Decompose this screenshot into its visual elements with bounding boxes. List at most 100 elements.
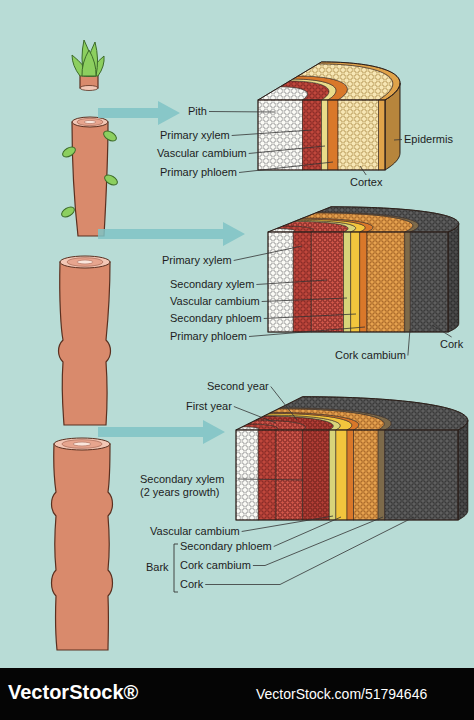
bark-bracket — [174, 544, 178, 592]
section-outline — [236, 397, 468, 430]
leader-line — [271, 387, 297, 421]
part-label: Primary xylem — [160, 129, 230, 142]
stem-pith — [77, 260, 93, 264]
stem-section — [236, 397, 468, 520]
outer-shade — [448, 224, 459, 332]
leader-line — [256, 280, 327, 285]
stem-cut — [60, 256, 110, 268]
tissue-band — [354, 430, 378, 520]
leader-line — [408, 329, 410, 356]
stem-pith — [84, 120, 96, 123]
leader-line — [234, 407, 276, 424]
lateral-bud — [102, 129, 118, 143]
tissue-band — [311, 232, 343, 332]
lateral-bud — [60, 205, 76, 219]
part-label: Cork — [440, 338, 463, 351]
part-label: Vascular cambium — [150, 525, 240, 538]
stem-section — [258, 62, 400, 170]
watermark: VectorStock® — [8, 681, 138, 704]
tissue-band — [338, 100, 379, 170]
watermark: VectorStock.com/51794646 — [256, 686, 427, 703]
part-label: Vascular cambium — [157, 147, 247, 160]
section-outline — [258, 62, 400, 100]
stem-section — [268, 207, 459, 332]
tissue-band — [367, 232, 405, 332]
leader-line — [274, 517, 341, 547]
part-label: Primary phloem — [160, 166, 237, 179]
leader-line — [394, 139, 402, 141]
part-label: Secondary xylem — [170, 278, 254, 291]
stem-cut — [80, 86, 98, 91]
section-face — [236, 430, 458, 520]
lateral-bud — [61, 145, 77, 159]
tissue-band — [258, 100, 302, 170]
tissue-ring — [281, 397, 468, 430]
part-label: Secondary phloem — [170, 312, 262, 325]
part-label: Second year — [207, 380, 269, 393]
leader-line — [360, 166, 366, 175]
section-outline — [268, 207, 459, 232]
part-label: Cork cambium — [180, 559, 251, 572]
section-arrow — [98, 101, 180, 125]
leader-line — [249, 146, 325, 154]
young-stem — [72, 122, 108, 236]
stem-ring — [67, 258, 103, 267]
leader-line — [249, 327, 365, 337]
tissue-band — [347, 430, 354, 520]
part-label: Primary phloem — [170, 330, 247, 343]
part-label: Pith — [188, 105, 207, 118]
tissue-band — [344, 232, 351, 332]
tissue-band — [276, 430, 303, 520]
leader-line — [232, 130, 312, 136]
tissue-band — [336, 430, 347, 520]
leader-line — [242, 516, 333, 532]
tissue-ring — [318, 207, 459, 232]
watermark-bar — [0, 668, 474, 720]
tissue-band — [378, 430, 385, 520]
outer-surface — [458, 420, 468, 520]
leader-lines — [205, 112, 451, 585]
part-label: Epidermis — [404, 133, 453, 146]
part-label: Secondary phloem — [180, 540, 272, 553]
one-year-stem — [59, 262, 111, 425]
stem-pith — [73, 442, 91, 446]
leader-line — [209, 111, 275, 113]
bud-leaf — [82, 50, 96, 76]
leader-line — [239, 162, 333, 173]
part-label: Primary xylem — [162, 254, 232, 267]
leader-line — [234, 246, 302, 261]
stem-cut — [72, 117, 108, 127]
two-year-stem — [52, 444, 113, 650]
leader-line — [264, 314, 356, 319]
outer-shade — [458, 420, 468, 520]
section-arrow — [98, 222, 245, 246]
lateral-bud — [103, 173, 119, 187]
tissue-band — [303, 430, 330, 520]
tissue-band — [379, 100, 385, 170]
leader-line — [262, 298, 347, 302]
tissue-band — [351, 232, 360, 332]
stem-ring — [77, 118, 103, 125]
leader-line — [238, 479, 303, 480]
tissue-band — [302, 100, 321, 170]
tissue-band — [258, 430, 276, 520]
part-label: Cortex — [350, 176, 382, 189]
part-label: First year — [186, 400, 232, 413]
tissue-band — [410, 232, 448, 332]
tissue-band — [328, 100, 338, 170]
tissue-band — [322, 100, 328, 170]
part-label: Cork cambium — [335, 349, 406, 362]
tissue-band — [236, 430, 258, 520]
part-label: Bark — [146, 561, 169, 574]
stem-cut — [54, 438, 110, 450]
section-face — [258, 100, 385, 170]
stem-ring — [62, 440, 102, 449]
tissue-ring — [318, 62, 400, 100]
tissue-band — [329, 430, 336, 520]
part-label: Vascular cambium — [170, 295, 260, 308]
part-label: Secondary xylem (2 years growth) — [140, 473, 236, 499]
section-arrow — [98, 420, 225, 444]
tissue-band — [360, 232, 367, 332]
